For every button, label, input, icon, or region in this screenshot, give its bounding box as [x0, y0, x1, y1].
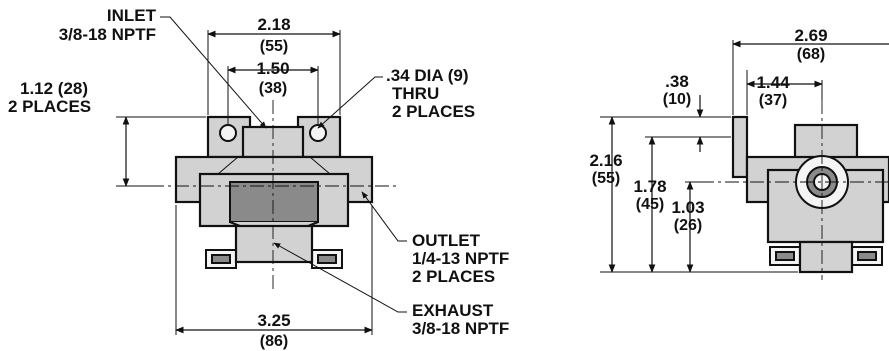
hole-leader — [317, 76, 383, 129]
hole-spacing-inch-label: 1.50 — [256, 59, 289, 78]
base-width-inch-label: 3.25 — [257, 311, 290, 330]
hole-thru-label: THRU — [392, 84, 439, 103]
width-inch-label: 2.18 — [257, 15, 290, 34]
exhaust-label: EXHAUST — [412, 301, 494, 320]
outlet-label: OUTLET — [412, 231, 481, 250]
side-port-offset-mm-label: (37) — [759, 92, 787, 109]
outlet-places-label: 2 PLACES — [412, 267, 495, 286]
hole-dia-label: .34 DIA (9) — [386, 66, 469, 85]
side-depth-inch-label: 2.69 — [794, 26, 827, 45]
inlet-thread-label: 3/8-18 NPTF — [59, 25, 156, 44]
outlet-thread-label: 1/4-13 NPTF — [412, 249, 509, 268]
height-places-label: 2 PLACES — [8, 97, 91, 116]
side-bracket-offset-mm-label: (10) — [663, 91, 691, 108]
side-depth-mm-label: (68) — [797, 46, 825, 63]
side-port-offset-inch-label: 1.44 — [756, 73, 790, 92]
exhaust-thread-label: 3/8-18 NPTF — [412, 319, 509, 338]
side-center-height-mm-label: (45) — [636, 196, 664, 213]
inlet-label: INLET — [107, 6, 157, 25]
side-exhaust-body — [798, 240, 854, 274]
side-overall-height-inch-label: 2.16 — [589, 151, 622, 170]
exhaust-leader — [273, 242, 407, 313]
left-mounting-hole — [219, 124, 237, 142]
side-bracket-offset-inch-label: .38 — [665, 72, 689, 91]
width-mm-label: (55) — [260, 38, 288, 55]
hole-spacing-mm-label: (38) — [259, 80, 287, 97]
height-label: 1.12 (28) — [20, 79, 88, 98]
exhaust-body — [234, 224, 314, 264]
base-width-mm-label: (86) — [260, 333, 288, 350]
side-left-bolt — [775, 251, 795, 261]
piston-cavity — [229, 181, 319, 223]
front-view — [116, 16, 407, 335]
side-overall-height-mm-label: (55) — [592, 170, 620, 187]
side-center-height-inch-label: 1.78 — [633, 177, 666, 196]
hole-places-label: 2 PLACES — [392, 102, 475, 121]
side-port-height-inch-label: 1.03 — [671, 198, 704, 217]
side-top-boss — [793, 123, 859, 161]
inlet-leader — [160, 16, 267, 129]
left-bolt — [211, 254, 231, 264]
right-bolt — [317, 254, 337, 264]
side-right-bolt — [857, 251, 877, 261]
side-view — [600, 40, 889, 280]
outlet-leader — [361, 191, 407, 242]
side-bracket — [731, 115, 749, 179]
side-port-height-mm-label: (26) — [674, 217, 702, 234]
